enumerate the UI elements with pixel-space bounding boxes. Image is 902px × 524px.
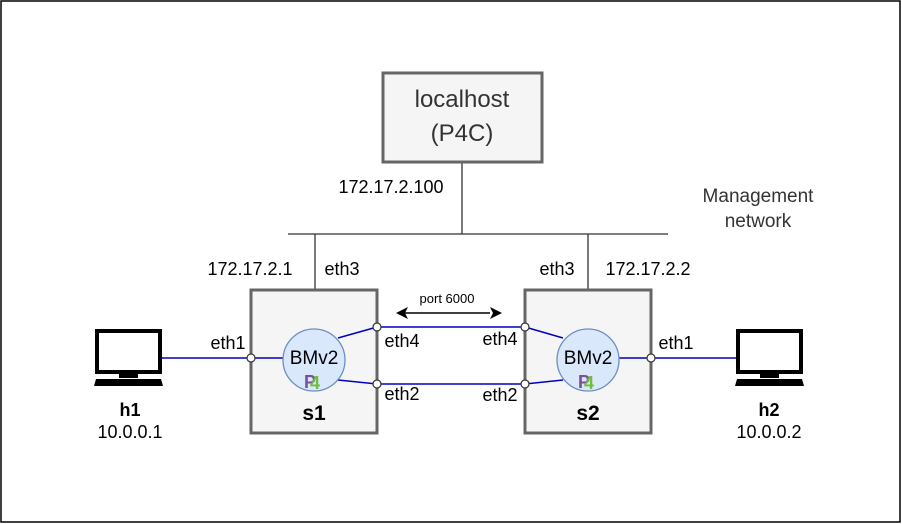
svg-text:P: P	[578, 372, 590, 392]
s1-box	[249, 288, 379, 435]
h2-name: h2	[758, 400, 779, 420]
management-network-label: Management	[703, 186, 815, 207]
h2-computer-icon	[735, 329, 804, 386]
s1-bmv2-label: BMv2	[290, 348, 339, 369]
s2-eth1-label: eth1	[658, 333, 693, 353]
s1-eth4-label: eth4	[384, 331, 419, 351]
s2-eth4-port	[520, 322, 530, 332]
s1-eth1-label: eth1	[210, 333, 245, 353]
svg-text:P: P	[304, 372, 316, 392]
s1-p4-logo-icon: P 4	[304, 372, 320, 393]
s1-internal-eth2	[337, 379, 378, 385]
s1-internal-eth4	[337, 326, 378, 339]
s1-ip: 172.17.2.1	[207, 259, 292, 279]
svg-text:4: 4	[584, 373, 594, 393]
s2-name: s2	[576, 402, 599, 425]
h1-ip: 10.0.0.1	[97, 422, 162, 442]
s1-eth1-port	[246, 353, 256, 363]
svg-text:4: 4	[310, 373, 320, 393]
s2-bmv2: BMv2 P 4	[556, 328, 620, 393]
management-network-sublabel: network	[725, 211, 792, 232]
s1-eth4-port	[372, 322, 382, 332]
s2-internal-eth4	[524, 326, 564, 339]
localhost-sublabel: (P4C)	[431, 120, 494, 147]
s1-name: s1	[302, 402, 326, 425]
localhost-label: localhost	[415, 86, 510, 113]
localhost-node: localhost (P4C)	[381, 71, 544, 164]
s1-eth2-port	[372, 379, 382, 389]
s2-bmv2-label: BMv2	[564, 348, 613, 369]
s2-internal-eth2	[524, 379, 564, 385]
localhost-box	[381, 71, 544, 164]
s1-eth3-label: eth3	[324, 259, 359, 279]
s1-bmv2: BMv2 P 4	[282, 328, 346, 393]
localhost-ip: 172.17.2.100	[338, 177, 443, 197]
s2-eth2-label: eth2	[482, 385, 517, 405]
s2-bmv2-circle	[556, 328, 620, 392]
s1-bmv2-circle	[282, 328, 346, 392]
h1-computer-icon	[94, 329, 163, 386]
h2-ip: 10.0.0.2	[736, 422, 801, 442]
s2-ip: 172.17.2.2	[605, 259, 690, 279]
s1-eth2-label: eth2	[384, 384, 419, 404]
s2-eth4-label: eth4	[482, 329, 517, 349]
h1-name: h1	[119, 400, 140, 420]
s2-p4-logo-icon: P 4	[578, 372, 594, 393]
s2-eth1-port	[646, 353, 656, 363]
bidirectional-arrow-icon	[396, 307, 502, 319]
s2-eth3-label: eth3	[539, 259, 574, 279]
s2-eth2-port	[520, 379, 530, 389]
port-label: port 6000	[420, 291, 475, 306]
